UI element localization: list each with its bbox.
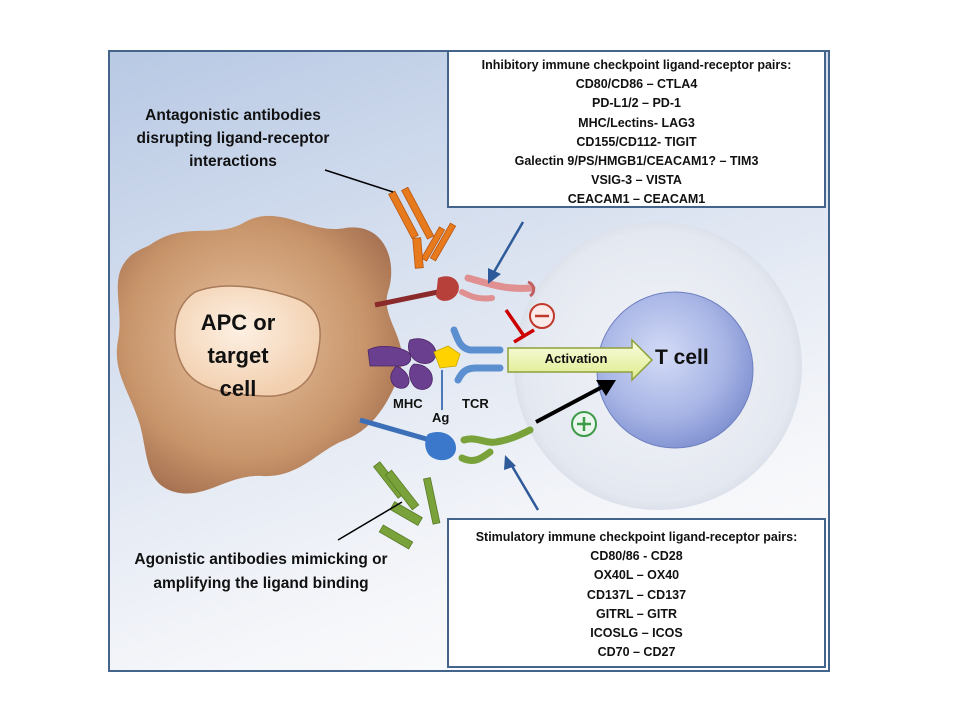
inhibitory-pair: CEACAM1 – CEACAM1 [567,192,706,207]
inhibition-bar [504,309,535,344]
inhibitory-pair: PD-L1/2 – PD-1 [592,96,681,111]
stimulatory-ligand [359,417,456,461]
stimulatory-panel-title: Stimulatory immune checkpoint ligand-rec… [475,530,798,544]
stimulatory-pair: GITRL – GITR [595,606,678,621]
antagonistic-antibodies-label: Antagonistic antibodies disrupting ligan… [136,107,330,170]
agonistic-pointer [337,501,403,541]
stimulatory-receptor [458,426,534,464]
mhc-label: MHC [393,396,423,411]
inhibitory-ligand-receptor [374,274,536,308]
plus-circle-icon [571,411,597,437]
activation-arrow [507,338,654,382]
t-cell-label: T cell [655,346,709,369]
stimulatory-pair: CD137L – CD137 [586,587,687,602]
stimulatory-pair: CD70 – CD27 [597,645,676,660]
agonistic-antibodies-label: Agonistic antibodies mimicking or amplif… [134,551,388,592]
activation-label: Activation [544,351,608,366]
inhibitory-pair: MHC/Lectins- LAG3 [578,115,695,130]
antigen [433,345,461,369]
tcr-label: TCR [462,396,489,411]
stimulatory-arrow [535,380,616,424]
inhibitory-pair: VSIG-3 – VISTA [591,173,682,188]
inhibitory-pair: Galectin 9/PS/HMGB1/CEACAM1? – TIM3 [514,154,759,169]
stimulatory-pair: ICOSLG – ICOS [590,626,683,641]
inhibitory-checkpoint-panel: Inhibitory immune checkpoint ligand-rece… [447,50,826,208]
inhibitory-panel-title: Inhibitory immune checkpoint ligand-rece… [481,58,792,72]
minus-circle-icon [529,303,555,329]
stimulatory-pair: OX40L – OX40 [593,568,680,583]
stimulatory-pair: CD80/86 - CD28 [590,549,683,564]
antagonistic-pointer [324,169,394,193]
inhibitory-pair: CD80/CD86 – CTLA4 [575,77,698,92]
mhc-molecule [367,338,437,390]
antagonistic-antibody [388,186,457,269]
inhibitory-pair: CD155/CD112- TIGIT [576,134,697,149]
stimulatory-checkpoint-panel: Stimulatory immune checkpoint ligand-rec… [447,518,826,668]
antigen-label: Ag [432,410,450,425]
tcr-molecule [450,326,504,384]
inhibitory-panel-arrow [488,221,525,284]
agonistic-antibody [372,461,441,550]
apc-nucleus [174,285,321,397]
stimulatory-panel-arrow [504,455,540,511]
apc-cell-label: APC or target cell [200,310,276,401]
